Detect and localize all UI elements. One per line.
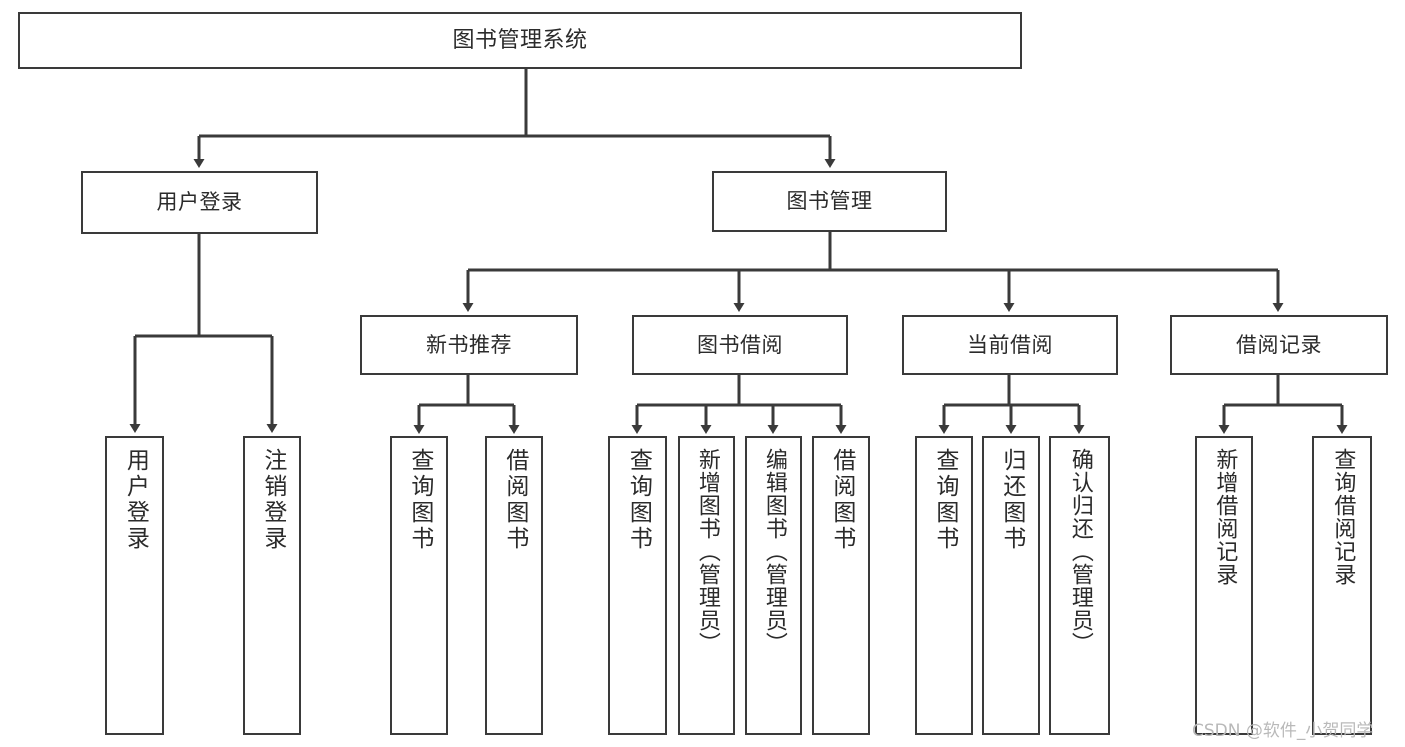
- node-leaf-user-login-label: 用户登录: [122, 448, 149, 552]
- node-leaf-query-book-1[interactable]: 查询图书: [390, 436, 448, 735]
- node-leaf-add-record[interactable]: 新增借阅记录: [1195, 436, 1253, 735]
- node-leaf-return-book-label: 归还图书: [998, 448, 1025, 552]
- node-new-book-recommend-label: 新书推荐: [426, 332, 512, 357]
- node-book-manage-label: 图书管理: [786, 189, 873, 214]
- node-leaf-borrow-book-2-label: 借阅图书: [828, 448, 855, 552]
- node-leaf-confirm-return[interactable]: 确认归还（管理员）: [1049, 436, 1110, 735]
- node-leaf-logout[interactable]: 注销登录: [243, 436, 301, 735]
- watermark-text: CSDN @软件_小贺同学: [1192, 721, 1374, 741]
- node-new-book-recommend[interactable]: 新书推荐: [360, 315, 578, 375]
- node-current-borrow[interactable]: 当前借阅: [902, 315, 1118, 375]
- node-leaf-edit-book[interactable]: 编辑图书（管理员）: [745, 436, 802, 735]
- node-leaf-query-record[interactable]: 查询借阅记录: [1312, 436, 1372, 735]
- node-current-borrow-label: 当前借阅: [967, 332, 1053, 357]
- node-borrow-record[interactable]: 借阅记录: [1170, 315, 1388, 375]
- node-root[interactable]: 图书管理系统: [18, 12, 1022, 69]
- node-leaf-add-book[interactable]: 新增图书（管理员）: [678, 436, 735, 735]
- node-leaf-confirm-return-label: 确认归还（管理员）: [1067, 448, 1093, 655]
- node-leaf-add-record-label: 新增借阅记录: [1212, 448, 1238, 586]
- node-leaf-user-login[interactable]: 用户登录: [105, 436, 164, 735]
- node-leaf-logout-label: 注销登录: [259, 448, 286, 552]
- node-book-borrow-label: 图书借阅: [697, 332, 783, 357]
- node-user-login-label: 用户登录: [156, 190, 243, 215]
- node-user-login[interactable]: 用户登录: [81, 171, 318, 234]
- node-book-borrow[interactable]: 图书借阅: [632, 315, 848, 375]
- node-root-label: 图书管理系统: [452, 27, 588, 53]
- node-leaf-return-book[interactable]: 归还图书: [982, 436, 1040, 735]
- node-leaf-query-book-3-label: 查询图书: [931, 448, 958, 552]
- node-leaf-query-book-3[interactable]: 查询图书: [915, 436, 973, 735]
- node-borrow-record-label: 借阅记录: [1236, 332, 1322, 357]
- node-leaf-query-book-2-label: 查询图书: [625, 448, 652, 552]
- node-leaf-borrow-book-2[interactable]: 借阅图书: [812, 436, 870, 735]
- node-leaf-query-book-2[interactable]: 查询图书: [608, 436, 667, 735]
- node-leaf-borrow-book-1[interactable]: 借阅图书: [485, 436, 543, 735]
- node-leaf-add-book-label: 新增图书（管理员）: [694, 448, 720, 655]
- node-leaf-query-book-1-label: 查询图书: [406, 448, 433, 552]
- node-leaf-borrow-book-1-label: 借阅图书: [501, 448, 528, 552]
- node-leaf-edit-book-label: 编辑图书（管理员）: [761, 448, 787, 655]
- node-book-manage[interactable]: 图书管理: [712, 171, 947, 232]
- node-leaf-query-record-label: 查询借阅记录: [1330, 448, 1356, 586]
